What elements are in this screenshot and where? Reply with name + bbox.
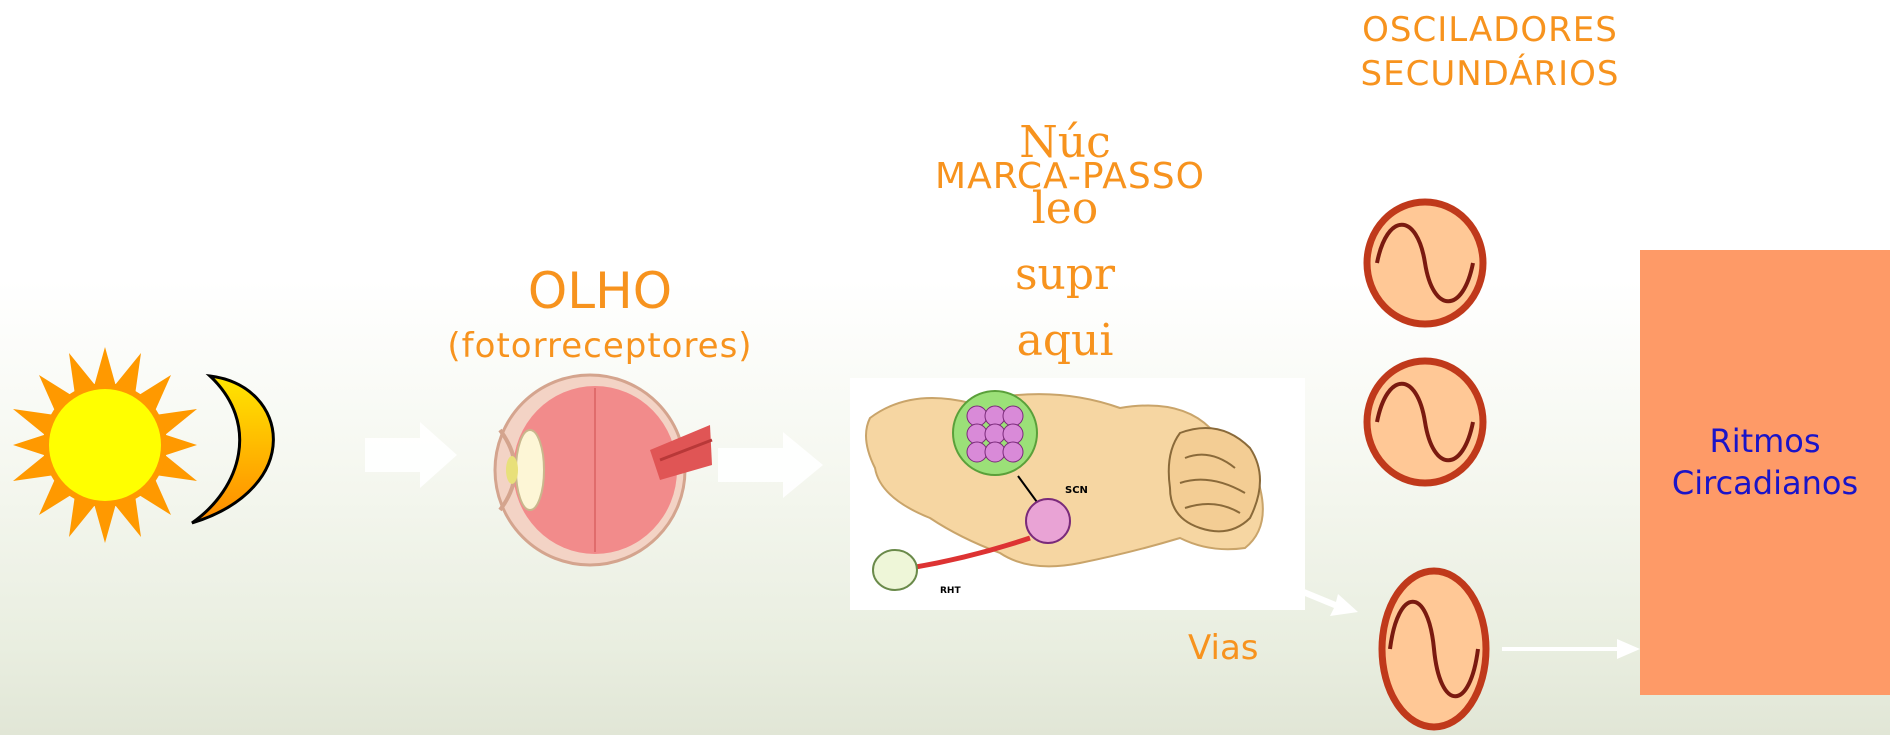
sun-icon xyxy=(10,345,200,545)
oscillator-icon-middle xyxy=(1362,356,1488,488)
nucleus-label-line3: supr xyxy=(1000,242,1130,308)
eye-icon xyxy=(490,370,715,570)
scn-label: SCN xyxy=(1065,485,1088,496)
circadian-rhythms-label: Ritmos Circadianos xyxy=(1640,420,1890,504)
pathways-label: Vias xyxy=(1188,628,1259,668)
secondary-oscillators-title: OSCILADORES SECUNDÁRIOS xyxy=(1330,8,1650,96)
nucleus-label: Núc leo supr aqui xyxy=(1000,110,1130,374)
pacemaker-label: MARCA-PASSO xyxy=(900,156,1240,197)
secondary-oscillators-line1: OSCILADORES xyxy=(1330,8,1650,52)
arrow-eye-to-brain xyxy=(718,430,828,500)
secondary-oscillators-line2: SECUNDÁRIOS xyxy=(1330,52,1650,96)
oscillator-icon-top xyxy=(1362,197,1488,329)
arrow-sun-to-eye xyxy=(365,420,460,490)
arrow-oscillator-to-rhythms xyxy=(1502,635,1642,663)
oscillator-icon-bottom xyxy=(1376,566,1492,732)
moon-icon xyxy=(180,368,305,533)
circadian-rhythms-line2: Circadianos xyxy=(1640,462,1890,504)
pathway-arrow-to-lower-oscillator xyxy=(1300,582,1360,622)
circadian-rhythms-line1: Ritmos xyxy=(1640,420,1890,462)
brain-diagram: SCN RHT xyxy=(850,378,1305,610)
eye-title: OLHO xyxy=(420,262,780,320)
nucleus-label-line4: aqui xyxy=(1000,308,1130,374)
rht-label: RHT xyxy=(940,586,961,596)
eye-subtitle: (fotorreceptores) xyxy=(420,326,780,366)
